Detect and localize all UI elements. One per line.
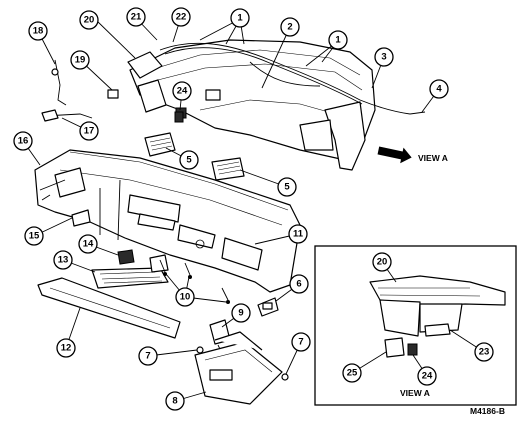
svg-text:20: 20 (84, 15, 95, 26)
svg-text:8: 8 (172, 396, 177, 407)
callout-18: 18 (28, 21, 48, 41)
clip-24 (174, 111, 184, 123)
svg-text:5: 5 (284, 182, 290, 193)
svg-text:4: 4 (436, 84, 442, 95)
callout-4: 4 (429, 79, 449, 99)
callout-15: 15 (24, 226, 44, 246)
figure-id: M4186-B (470, 406, 505, 416)
svg-text:23: 23 (479, 347, 490, 358)
svg-text:20: 20 (377, 257, 388, 268)
callout-5-upper: 5 (179, 150, 199, 170)
view-a-arrow: VIEW A (377, 146, 448, 164)
rod-and-bracket (41, 59, 119, 122)
upper-duct-assembly (127, 39, 426, 171)
svg-text:6: 6 (296, 279, 301, 290)
callout-6: 6 (289, 274, 309, 294)
callout-20-inset: 20 (372, 252, 392, 272)
svg-text:19: 19 (75, 55, 86, 66)
glove-box-door (194, 331, 283, 405)
svg-text:10: 10 (180, 292, 191, 303)
svg-text:7: 7 (145, 351, 150, 362)
callout-14: 14 (78, 234, 98, 254)
svg-text:3: 3 (381, 52, 386, 63)
callout-22: 22 (171, 7, 191, 27)
svg-text:22: 22 (176, 12, 187, 23)
callout-21: 21 (126, 7, 146, 27)
bracket-6 (257, 297, 279, 317)
vent-upper (144, 132, 176, 157)
svg-text:24: 24 (177, 86, 188, 97)
callout-3: 3 (374, 47, 394, 67)
callout-23: 23 (474, 342, 494, 362)
callout-24-inset: 24 (417, 366, 437, 386)
svg-text:11: 11 (293, 229, 304, 240)
callout-1-right: 1 (328, 30, 348, 50)
svg-text:7: 7 (298, 337, 303, 348)
callout-10: 10 (175, 287, 195, 307)
callout-25: 25 (342, 363, 362, 383)
callout-7-left: 7 (138, 346, 158, 366)
svg-text:1: 1 (335, 35, 341, 46)
svg-text:18: 18 (33, 26, 44, 37)
callout-9: 9 (231, 303, 251, 323)
svg-text:17: 17 (84, 126, 95, 137)
center-bezel (91, 249, 169, 289)
svg-text:24: 24 (422, 371, 433, 382)
screws (159, 259, 230, 304)
callout-19: 19 (70, 50, 90, 70)
callout-20-main: 20 (79, 10, 99, 30)
callout-2: 2 (280, 17, 300, 37)
vent-lower (211, 157, 245, 181)
callout-17: 17 (79, 121, 99, 141)
fasteners-7 (196, 346, 289, 381)
svg-text:14: 14 (83, 239, 94, 250)
callout-12: 12 (56, 338, 76, 358)
instrument-panel (34, 149, 301, 293)
svg-text:5: 5 (186, 155, 192, 166)
svg-text:9: 9 (238, 308, 243, 319)
callout-13: 13 (53, 250, 73, 270)
callout-7-right: 7 (291, 332, 311, 352)
inset-view-label: VIEW A (400, 388, 430, 398)
inset-view-a: VIEW A (314, 245, 517, 406)
callout-16-main: 16 (13, 131, 33, 151)
view-a-label: VIEW A (418, 153, 448, 163)
svg-text:25: 25 (347, 368, 358, 379)
svg-text:2: 2 (287, 22, 292, 33)
callouts: 18 20 21 22 1 2 1 3 4 19 24 17 16 5 5 15… (13, 7, 494, 411)
svg-text:12: 12 (61, 343, 72, 354)
callout-11: 11 (288, 224, 308, 244)
callout-8: 8 (165, 391, 185, 411)
svg-text:21: 21 (131, 12, 142, 23)
svg-text:15: 15 (29, 231, 40, 242)
callout-24-main: 24 (172, 81, 192, 101)
svg-text:16: 16 (18, 136, 29, 147)
callout-1-top: 1 (230, 8, 250, 28)
callout-5-lower: 5 (277, 177, 297, 197)
svg-text:1: 1 (237, 13, 243, 24)
lower-trim-panel (37, 277, 181, 339)
svg-text:13: 13 (58, 255, 69, 266)
